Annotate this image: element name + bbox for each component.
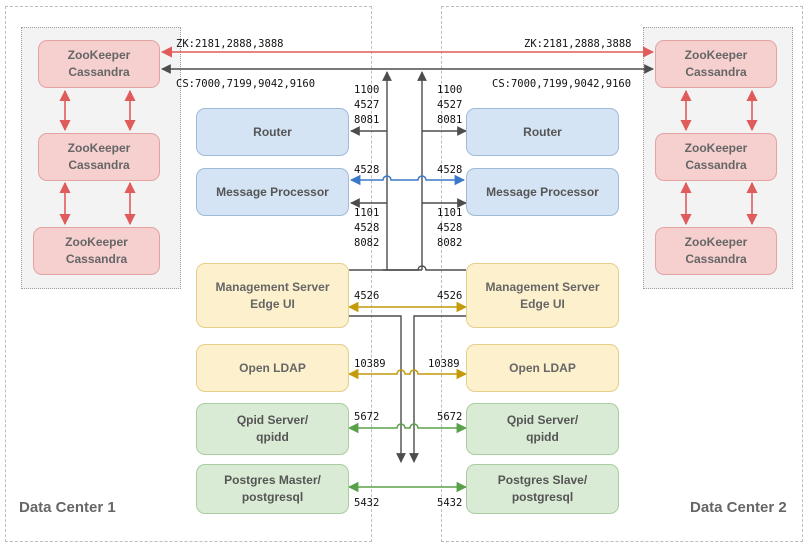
pg-spine-right	[409, 315, 466, 463]
data-center-1-title: Data Center 1	[19, 499, 116, 516]
cs-ports-left: CS:7000,7199,9042,9160	[176, 78, 316, 90]
mp-out-ports-left: 1101 4528 8082	[354, 207, 380, 249]
dc1-router: Router	[196, 108, 349, 156]
data-center-2-title: Data Center 2	[690, 499, 787, 516]
dc2-qpid-server: Qpid Server/ qpidd	[466, 403, 619, 455]
dc1-zookeeper-cassandra-3: ZooKeeper Cassandra	[33, 227, 160, 275]
mp-out-ports-right: 1101 4528 8082	[437, 207, 463, 249]
zk-ports-left: ZK:2181,2888,3888	[176, 38, 284, 50]
mp-cross-link	[349, 174, 466, 186]
qpid-cross-link	[347, 422, 468, 434]
router-ports-right: 1100 4527 8081	[437, 84, 463, 126]
ldap-port-right: 10389	[428, 358, 460, 370]
data-center-2	[441, 6, 803, 542]
data-center-1	[5, 6, 372, 542]
dc2-message-processor: Message Processor	[466, 168, 619, 216]
qpid-port-right: 5672	[437, 411, 463, 423]
dc1-postgres-master: Postgres Master/ postgresql	[196, 464, 349, 514]
pg-port-left: 5432	[354, 497, 380, 509]
pg-spine-left	[349, 315, 406, 463]
dc2-zookeeper-cassandra-3: ZooKeeper Cassandra	[655, 227, 777, 275]
dc2-zookeeper-cassandra-2: ZooKeeper Cassandra	[655, 133, 777, 181]
dc1-management-server: Management Server Edge UI	[196, 263, 349, 328]
dc1-qpid-server: Qpid Server/ qpidd	[196, 403, 349, 455]
ms-right-to-spine	[383, 265, 466, 271]
ldap-port-left: 10389	[354, 358, 386, 370]
dc2-open-ldap: Open LDAP	[466, 344, 619, 392]
qpid-port-left: 5672	[354, 411, 380, 423]
ldap-cross-link	[347, 368, 468, 380]
dc2-router: Router	[466, 108, 619, 156]
dc1-open-ldap: Open LDAP	[196, 344, 349, 392]
pg-port-right: 5432	[437, 497, 463, 509]
dc1-zookeeper-cassandra-2: ZooKeeper Cassandra	[38, 133, 160, 181]
ms-port-right: 4526	[437, 290, 463, 302]
mp-port-right: 4528	[437, 164, 463, 176]
cs-ports-right: CS:7000,7199,9042,9160	[492, 78, 632, 90]
mp-port-left: 4528	[354, 164, 380, 176]
zk-ports-right: ZK:2181,2888,3888	[524, 38, 632, 50]
router-ports-left: 1100 4527 8081	[354, 84, 380, 126]
dc2-postgres-slave: Postgres Slave/ postgresql	[466, 464, 619, 514]
dc2-management-server: Management Server Edge UI	[466, 263, 619, 328]
dc1-message-processor: Message Processor	[196, 168, 349, 216]
dc2-zookeeper-cassandra-1: ZooKeeper Cassandra	[655, 40, 777, 88]
dc1-zookeeper-cassandra-1: ZooKeeper Cassandra	[38, 40, 160, 88]
ms-port-left: 4526	[354, 290, 380, 302]
